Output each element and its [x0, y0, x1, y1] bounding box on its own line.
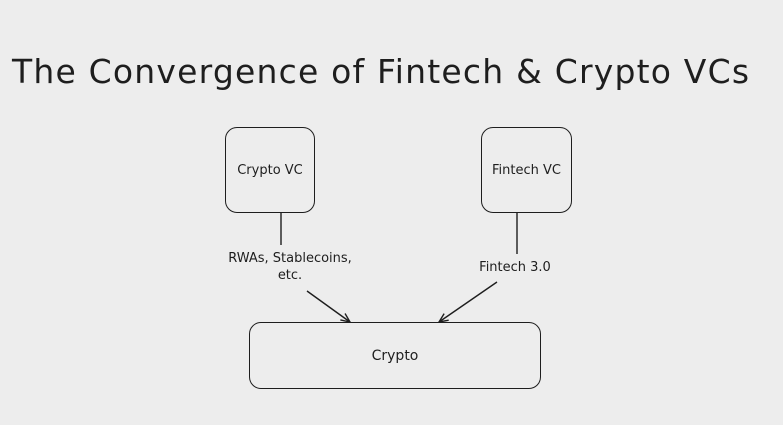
- node-crypto-label: Crypto: [371, 347, 419, 364]
- node-fintech-vc[interactable]: Fintech VC: [481, 127, 572, 213]
- node-crypto-vc-label: Crypto VC: [237, 162, 303, 178]
- connector-crypto-vc-to-crypto: [280, 213, 350, 322]
- diagram-title: The Convergence of Fintech & Crypto VCs: [12, 52, 751, 91]
- node-crypto[interactable]: Crypto: [249, 322, 541, 389]
- node-fintech-vc-label: Fintech VC: [492, 162, 561, 178]
- node-crypto-vc[interactable]: Crypto VC: [225, 127, 315, 213]
- connector-fintech-vc-to-crypto: [439, 213, 518, 322]
- edge-label-fintech: Fintech 3.0: [466, 258, 564, 277]
- edge-label-rwas: RWAs, Stablecoins, etc.: [219, 249, 361, 285]
